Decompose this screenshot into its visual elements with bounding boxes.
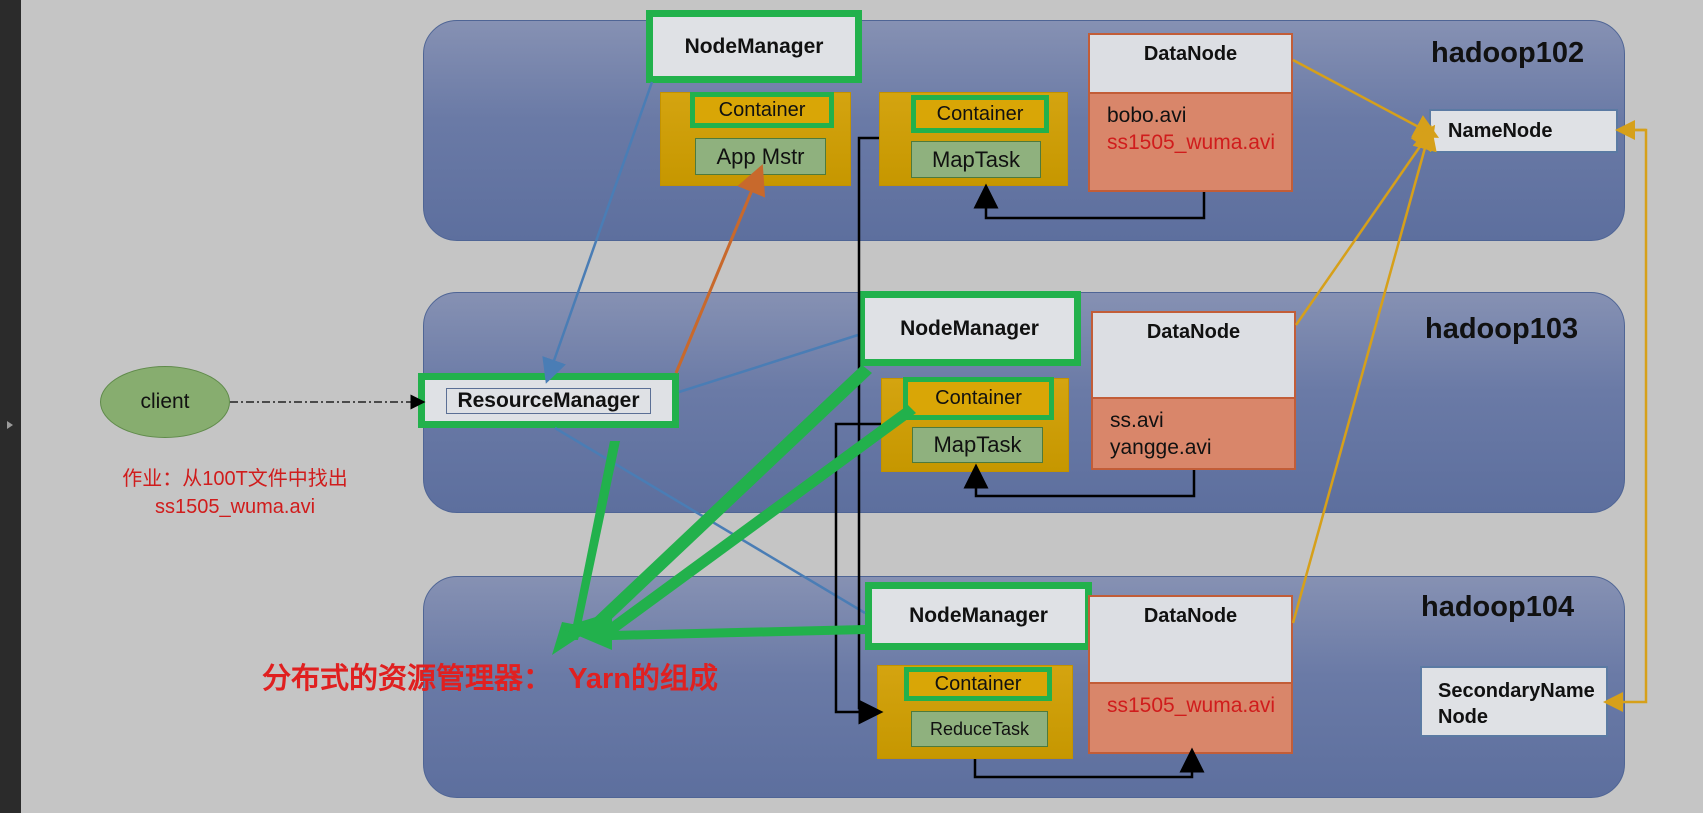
container-label-reducetask: Container <box>904 667 1052 701</box>
diagram-caption: 分布式的资源管理器： Yarn的组成 <box>262 663 718 695</box>
dn103-to-namenode-arrow <box>1294 124 1436 326</box>
green-status-arrows <box>552 365 916 655</box>
node-manager-hadoop103: NodeManager <box>858 291 1081 366</box>
rm-to-nm103-line <box>678 333 859 394</box>
dn102-to-namenode-arrow <box>1292 58 1440 138</box>
node-manager-label: NodeManager <box>684 34 824 58</box>
secondary-namenode-link <box>1603 128 1648 712</box>
container-label-app-master: Container <box>690 92 834 128</box>
node-manager-label: NodeManager <box>900 316 1039 340</box>
job-note-line1: 作业：从100T文件中找出 <box>122 468 348 490</box>
container-label-maptask-102: Container <box>911 95 1049 133</box>
resource-manager-label: ResourceManager <box>446 387 651 414</box>
data-node-hadoop103-header: DataNode <box>1091 311 1296 397</box>
container-label-maptask-103: Container <box>903 377 1054 420</box>
node-manager-hadoop104: NodeManager <box>865 582 1092 650</box>
nm102-to-rm-line <box>542 81 654 384</box>
dn103-to-maptask-arrow <box>963 463 1196 498</box>
left-panel-strip <box>0 0 21 813</box>
file-item: yangge.avi <box>1110 436 1212 459</box>
file-item: bobo.avi <box>1107 104 1187 127</box>
client-node: client <box>100 366 230 438</box>
host-label-hadoop104: hadoop104 <box>1421 591 1575 623</box>
file-item: ss.avi <box>1110 409 1164 432</box>
node-manager-hadoop102: NodeManager <box>646 10 862 83</box>
file-item-target: ss1505_wuma.avi <box>1107 131 1276 154</box>
host-label-hadoop103: hadoop103 <box>1425 313 1579 345</box>
host-label-hadoop102: hadoop102 <box>1431 37 1585 69</box>
data-node-hadoop104-files: ss1505_wuma.avi <box>1088 682 1293 754</box>
file-item-target: ss1505_wuma.avi <box>1107 694 1276 717</box>
data-node-hadoop104-header: DataNode <box>1088 595 1293 682</box>
dn104-to-namenode-arrow <box>1291 124 1437 624</box>
map-task-hadoop103: MapTask <box>912 427 1043 463</box>
maptask103-to-reduce-path <box>834 422 884 725</box>
secondary-name-node: SecondaryNameNode <box>1420 666 1608 737</box>
data-node-hadoop102-header: DataNode <box>1088 33 1293 92</box>
reduce-to-dn104-arrow <box>973 747 1205 779</box>
reduce-task-hadoop104: ReduceTask <box>911 711 1048 747</box>
map-task-hadoop102: MapTask <box>911 141 1041 178</box>
node-manager-label: NodeManager <box>909 604 1048 627</box>
data-node-hadoop103-files: ss.avi yangge.avi <box>1091 397 1296 470</box>
job-note: 作业：从100T文件中找出 ss1505_wuma.avi <box>100 465 370 521</box>
name-node: NameNode <box>1429 109 1618 153</box>
dn102-to-maptask-arrow <box>973 183 1206 220</box>
data-node-hadoop102-files: bobo.avi ss1505_wuma.avi <box>1088 92 1293 192</box>
expand-arrow-icon[interactable] <box>7 421 13 429</box>
rm-to-appmaster-arrow <box>674 164 766 374</box>
job-note-line2: ss1505_wuma.avi <box>154 496 316 518</box>
